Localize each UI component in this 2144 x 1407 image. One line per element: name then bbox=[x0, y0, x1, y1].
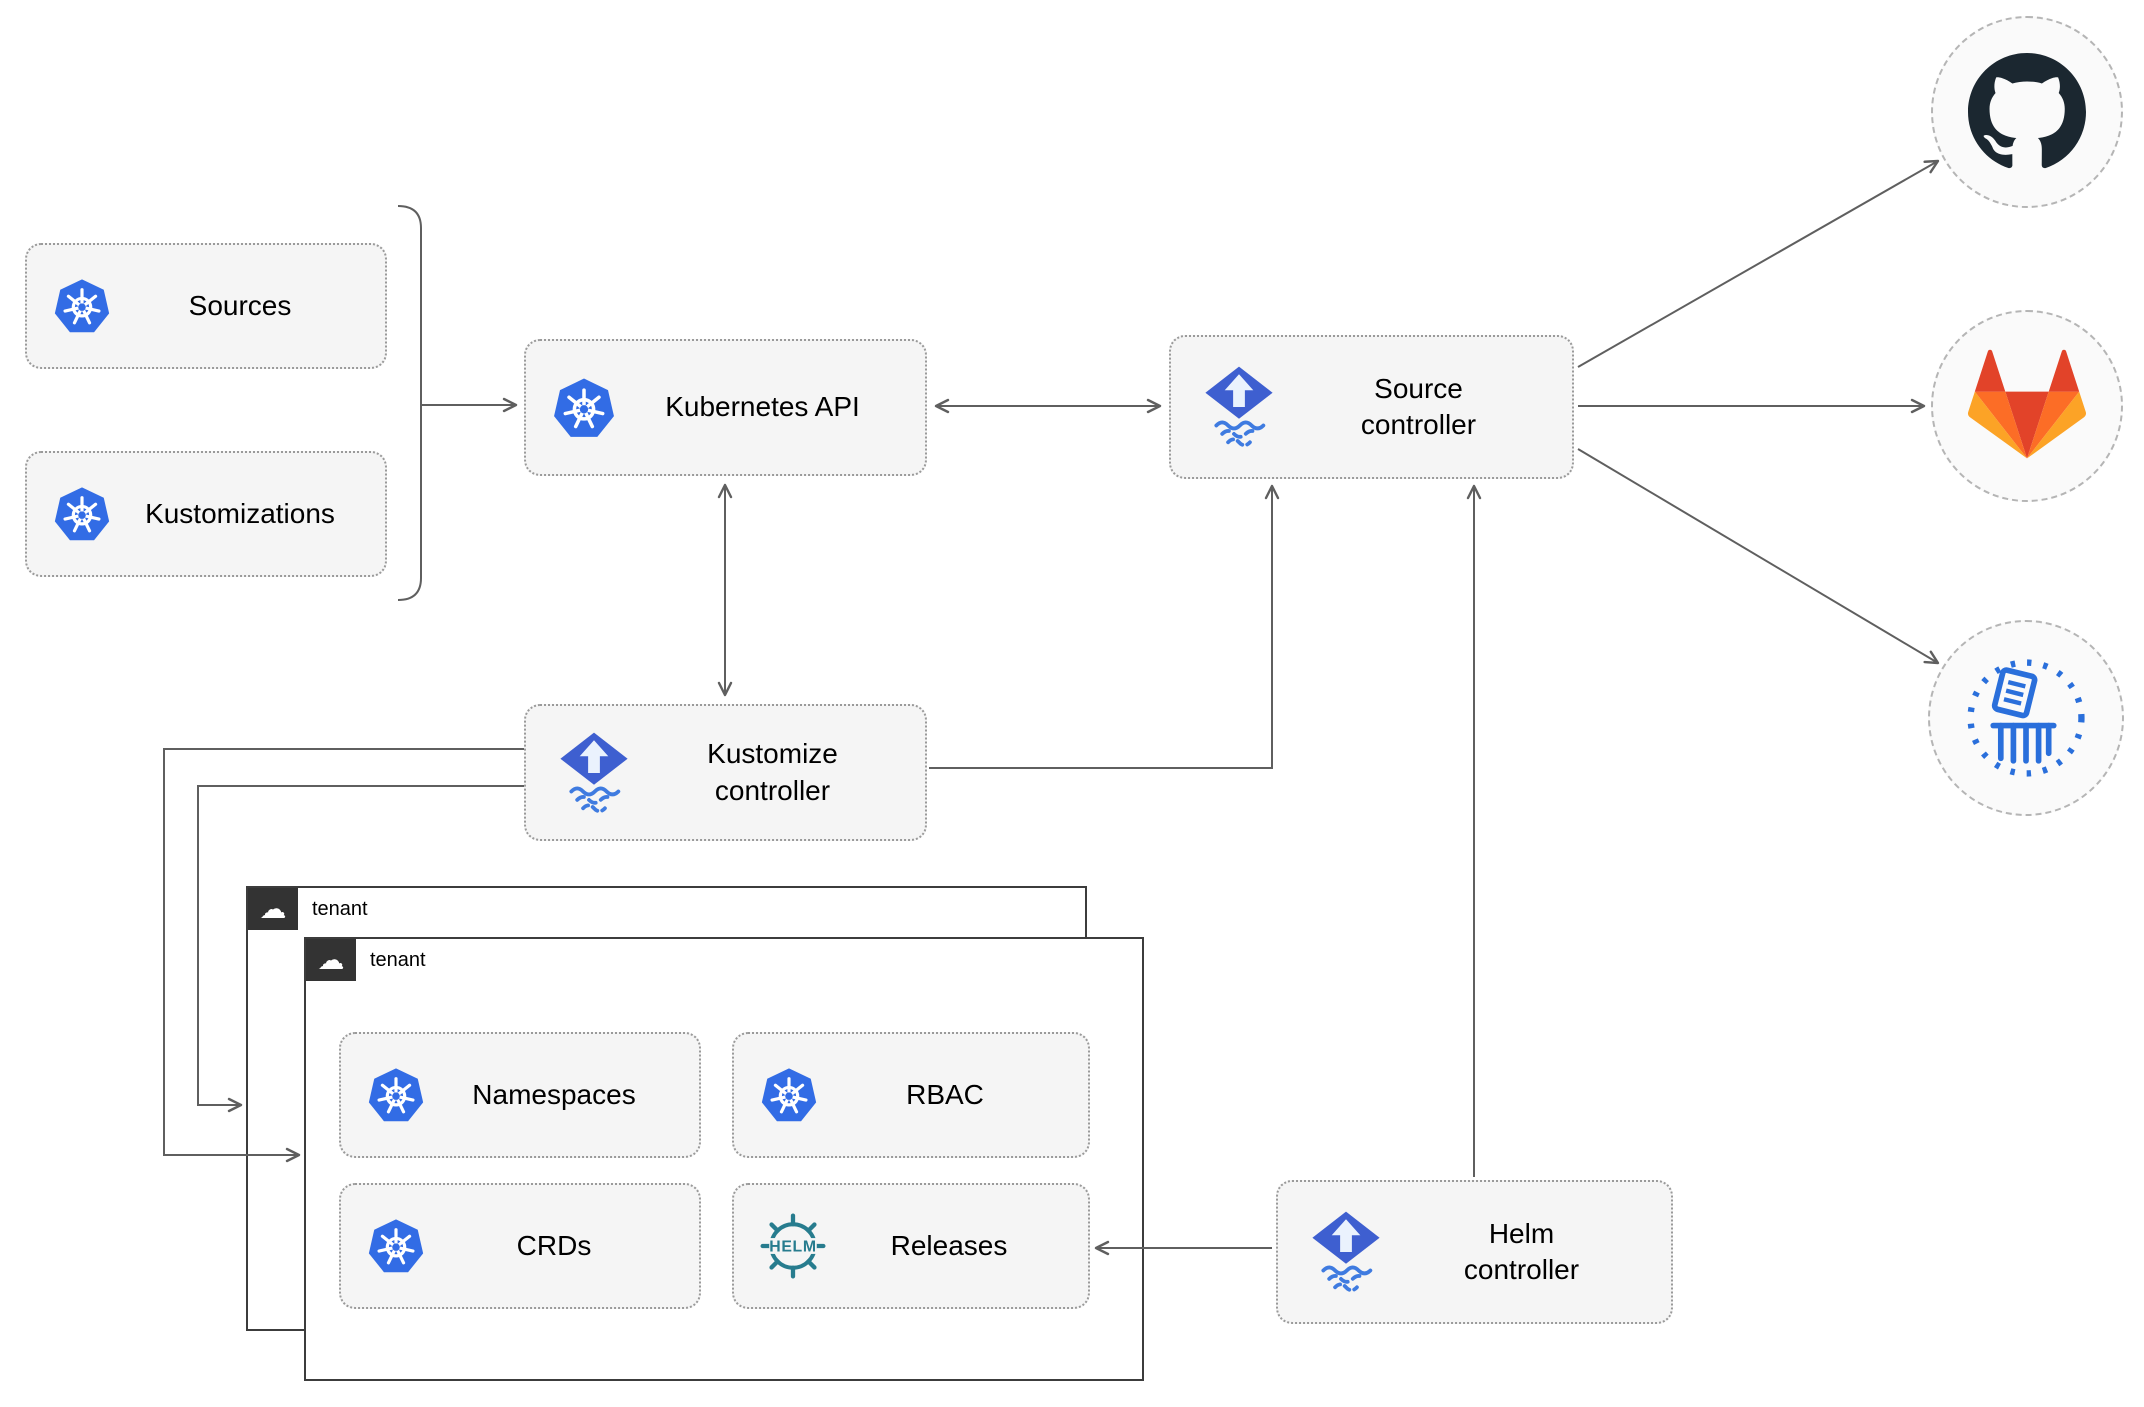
target-oci-registry bbox=[1928, 620, 2124, 816]
node-rbac: RBAC bbox=[732, 1032, 1090, 1158]
node-releases: HELM Releases bbox=[732, 1183, 1090, 1309]
tenant-group-back-label: tenant bbox=[312, 897, 368, 920]
cloud-icon: ☁ bbox=[259, 893, 287, 925]
tenant-group-front: ☁ tenant bbox=[304, 937, 1144, 1381]
tenant-tab: ☁ bbox=[306, 939, 356, 981]
edge-source-controller-github bbox=[1577, 159, 1940, 368]
tenant-group-front-label: tenant bbox=[370, 948, 426, 971]
node-kustomizations: Kustomizations bbox=[25, 451, 387, 577]
cloud-icon: ☁ bbox=[317, 944, 345, 976]
node-kustomize-controller-label: Kustomize controller bbox=[707, 738, 838, 806]
github-icon bbox=[1968, 53, 2086, 169]
node-source-controller: Source controller bbox=[1169, 335, 1574, 479]
node-sources: Sources bbox=[25, 243, 387, 369]
kubernetes-icon bbox=[53, 485, 111, 543]
node-namespaces: Namespaces bbox=[339, 1032, 701, 1158]
edge-kustomize-controller-source-controller bbox=[929, 484, 1280, 769]
node-kustomize-controller: Kustomize controller bbox=[524, 704, 927, 841]
kubernetes-icon bbox=[552, 376, 616, 440]
node-crds: CRDs bbox=[339, 1183, 701, 1309]
target-gitlab bbox=[1931, 310, 2123, 502]
node-crds-label: CRDs bbox=[516, 1229, 592, 1261]
helm-logo-text: HELM bbox=[769, 1238, 816, 1255]
node-kubernetes-api-label: Kubernetes API bbox=[665, 391, 860, 423]
node-releases-label: Releases bbox=[890, 1229, 1008, 1261]
gitlab-icon bbox=[1967, 349, 2087, 458]
node-source-controller-label: Source controller bbox=[1360, 372, 1477, 440]
oci-registry-icon bbox=[1967, 659, 2085, 777]
kubernetes-icon bbox=[367, 1217, 425, 1275]
flux-icon bbox=[1304, 1210, 1388, 1294]
node-namespaces-label: Namespaces bbox=[472, 1078, 636, 1110]
target-github bbox=[1931, 16, 2123, 208]
kubernetes-icon bbox=[760, 1066, 818, 1124]
node-kubernetes-api: Kubernetes API bbox=[524, 339, 927, 476]
node-helm-controller-label: Helm controller bbox=[1463, 1217, 1580, 1285]
kubernetes-icon bbox=[367, 1066, 425, 1124]
node-rbac-label: RBAC bbox=[906, 1078, 984, 1110]
node-sources-label: Sources bbox=[188, 289, 292, 321]
edge-bracket-sources bbox=[397, 205, 422, 601]
helm-icon: HELM bbox=[760, 1213, 826, 1279]
flux-icon bbox=[552, 731, 636, 815]
flux-icon bbox=[1197, 365, 1281, 449]
node-kustomizations-label: Kustomizations bbox=[145, 497, 335, 529]
edge-source-controller-registry bbox=[1577, 448, 1940, 665]
tenant-tab: ☁ bbox=[248, 888, 298, 930]
node-helm-controller: Helm controller bbox=[1276, 1180, 1673, 1324]
kubernetes-icon bbox=[53, 277, 111, 335]
